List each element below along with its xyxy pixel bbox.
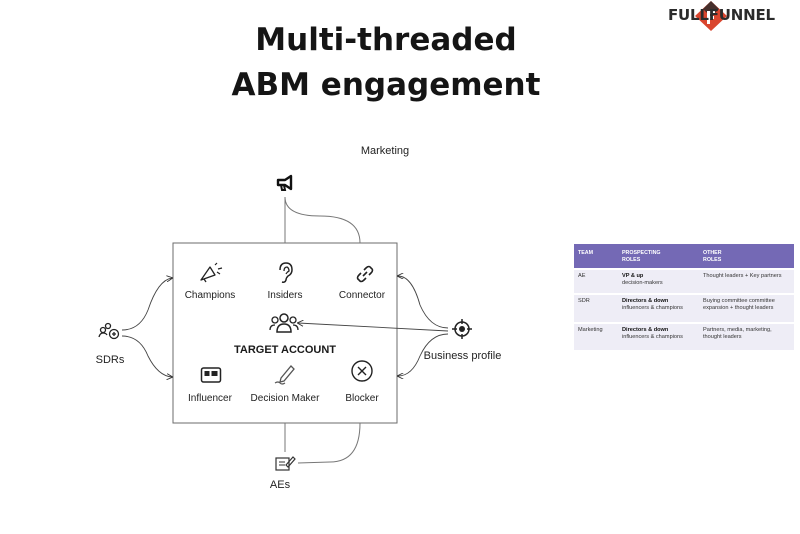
business-connector-top — [398, 276, 449, 329]
megaphone-icon — [276, 174, 293, 191]
decision-maker-pen-icon — [274, 365, 295, 385]
connector-link-icon — [356, 265, 374, 283]
business-profile-label: Business profile — [423, 350, 502, 362]
title-line-1: Multi-threaded — [255, 22, 517, 58]
insiders-ear-icon — [279, 262, 293, 283]
table-cell-other: Partners, media, marketing, thought lead… — [703, 327, 772, 340]
table-cell-other: Thought leaders + Key partners — [703, 273, 782, 279]
role-label-connector: Connector — [338, 290, 386, 301]
ae-connector — [284, 422, 361, 464]
role-label-influencer: Influencer — [188, 393, 232, 404]
role-label-insiders: Insiders — [267, 290, 303, 301]
ae-clipboard-pen-icon — [275, 456, 296, 471]
aes-label: AEs — [269, 479, 291, 491]
marketing-label: Marketing — [360, 145, 410, 157]
table-cell-prospecting: VP & up decision-makers — [622, 273, 663, 286]
table-header-prospecting: PROSPECTING ROLES — [622, 250, 661, 263]
table-cell-team: Marketing — [578, 327, 603, 333]
business-connector-center — [298, 323, 449, 332]
table-cell-team: AE — [578, 273, 586, 279]
sdr-connector-top — [121, 278, 172, 331]
roles-table: TEAM PROSPECTING ROLES OTHER ROLES AE VP… — [574, 244, 794, 350]
title-line-2: ABM engagement — [231, 67, 541, 103]
influencer-card-icon — [200, 367, 222, 383]
role-label-blocker: Blocker — [345, 393, 379, 404]
table-row: Marketing Directors & down influencers &… — [574, 322, 794, 350]
sdrs-label: SDRs — [95, 354, 125, 366]
business-connector-bottom — [398, 333, 449, 376]
table-row: SDR Directors & down influencers & champ… — [574, 293, 794, 322]
target-account-label: TARGET ACCOUNT — [233, 344, 337, 356]
table-cell-team: SDR — [578, 298, 590, 304]
role-label-champions: Champions — [184, 290, 236, 301]
table-cell-prospecting: Directors & down influencers & champions — [622, 298, 683, 311]
target-crosshair-icon — [452, 319, 472, 339]
brand-name: FULLFUNNEL — [668, 6, 775, 24]
table-header-other: OTHER ROLES — [703, 250, 722, 263]
table-row: AE VP & up decision-makers Thought leade… — [574, 268, 794, 293]
table-header-team: TEAM — [578, 250, 594, 256]
role-label-decision-maker: Decision Maker — [250, 393, 320, 404]
fullfunnel-logo — [695, 1, 727, 31]
page-title: Multi-threaded ABM engagement — [186, 18, 586, 108]
table-cell-prospecting: Directors & down influencers & champions — [622, 327, 683, 340]
champions-megaphone-icon — [200, 262, 223, 283]
sdr-team-icon — [98, 322, 120, 340]
blocker-x-icon — [351, 360, 373, 382]
table-cell-other: Buying committee committee expansion + t… — [703, 298, 775, 311]
table-header: TEAM PROSPECTING ROLES OTHER ROLES — [574, 244, 794, 268]
target-account-people-icon — [269, 313, 299, 333]
marketing-connector — [284, 196, 361, 244]
sdr-connector-bottom — [121, 335, 172, 377]
